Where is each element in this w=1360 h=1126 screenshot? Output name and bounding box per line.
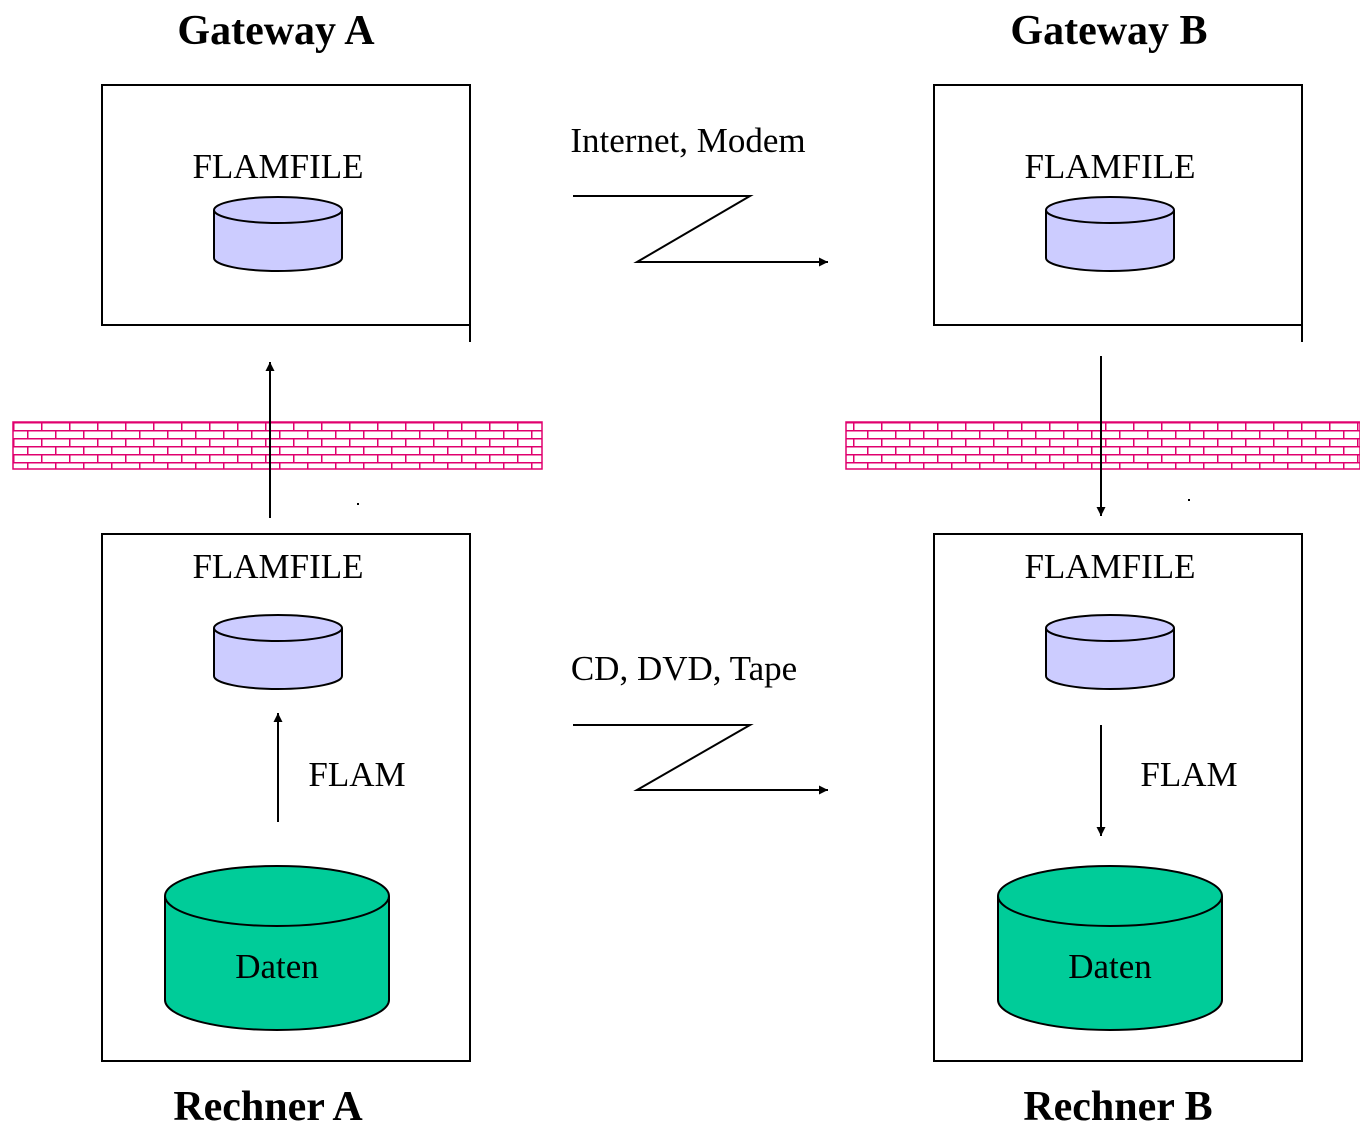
- computer-b-flam-label: FLAM: [1140, 755, 1237, 794]
- dot-marker-b: [1188, 499, 1190, 501]
- network-link-arrow: [573, 195, 828, 267]
- gateway-b-flamfile-cylinder: [1045, 196, 1175, 272]
- computer-b-data-label: Daten: [1068, 947, 1152, 986]
- computer-b-box: FLAMFILE FLAM Daten: [933, 533, 1303, 1062]
- computer-a-title: Rechner A: [173, 1084, 363, 1126]
- gateway-b-title: Gateway B: [1010, 8, 1207, 54]
- media-link-label: CD, DVD, Tape: [571, 649, 797, 688]
- computer-a-flam-label: FLAM: [308, 755, 405, 794]
- computer-a-data-cylinder: [164, 865, 390, 1031]
- gateway-b-flamfile-label: FLAMFILE: [1024, 147, 1195, 186]
- gateway-a-flamfile-cylinder: [213, 196, 343, 272]
- firewall-b: [845, 421, 1360, 470]
- computer-b-data-cylinder: [997, 865, 1223, 1031]
- computer-a-flamfile-label: FLAMFILE: [192, 547, 363, 586]
- gateway-a-box: FLAMFILE: [101, 84, 471, 342]
- computer-a-box: FLAMFILE FLAM Daten: [101, 533, 471, 1062]
- gateway-b-box: FLAMFILE: [933, 84, 1303, 342]
- computer-b-flamfile-label: FLAMFILE: [1024, 547, 1195, 586]
- network-link-label: Internet, Modem: [570, 121, 805, 160]
- computer-a-data-label: Daten: [235, 947, 319, 986]
- firewall-a: [12, 421, 543, 470]
- media-link-arrow: [573, 724, 828, 795]
- computer-a-flamfile-cylinder: [213, 614, 343, 690]
- dot-marker-a: [357, 503, 359, 505]
- computer-b-title: Rechner B: [1023, 1084, 1212, 1126]
- computer-b-flamfile-cylinder: [1045, 614, 1175, 690]
- gateway-a-flamfile-label: FLAMFILE: [192, 147, 363, 186]
- gateway-a-title: Gateway A: [177, 8, 375, 54]
